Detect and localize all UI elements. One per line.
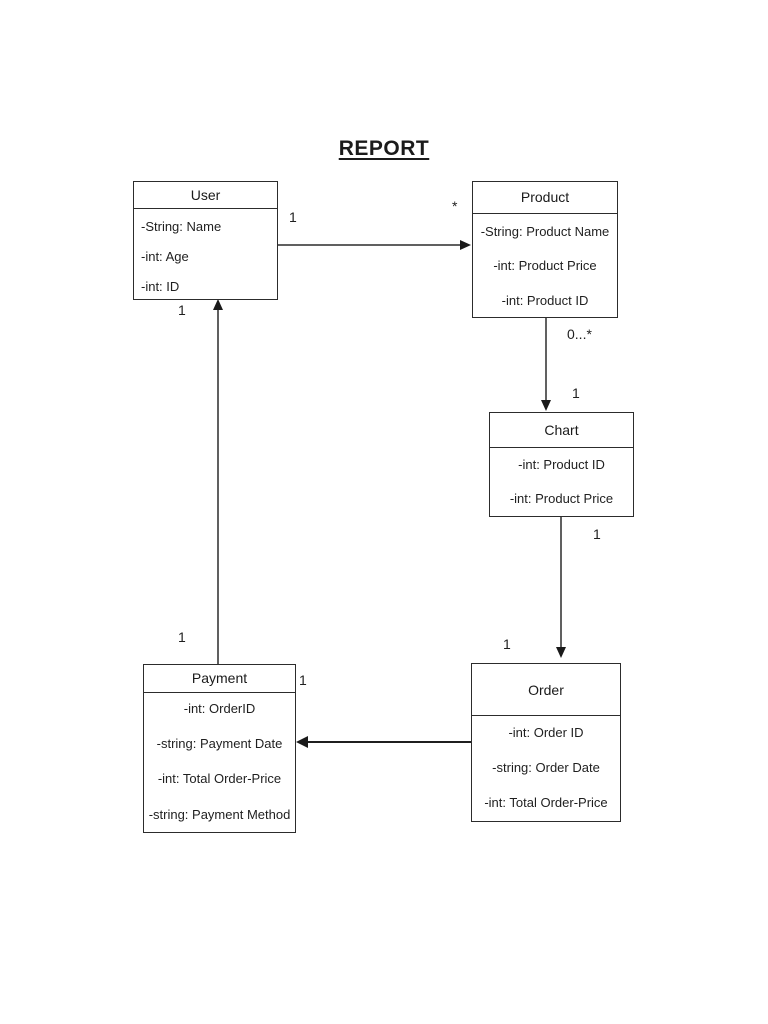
class-user-attribute: -String: Name <box>141 219 222 234</box>
class-order-attribute: -int: Order ID <box>508 725 584 740</box>
class-box-user: User -String: Name -int: Age -int: ID <box>133 181 278 300</box>
class-payment-title: Payment <box>144 665 295 693</box>
class-payment-attribute: -string: Payment Date <box>156 736 283 751</box>
class-user-title: User <box>134 182 277 209</box>
connector-user-product <box>278 240 471 250</box>
class-order-attribute: -string: Order Date <box>492 760 600 775</box>
class-payment-attribute: -string: Payment Method <box>148 807 291 822</box>
class-box-chart: Chart -int: Product ID -int: Product Pri… <box>489 412 634 517</box>
arrowhead-payment-user <box>213 299 223 310</box>
connector-payment-user <box>213 299 223 664</box>
multiplicity-payment-user-to: 1 <box>178 302 186 318</box>
class-product-title: Product <box>473 182 617 214</box>
connector-order-payment <box>296 736 471 748</box>
class-box-order: Order -int: Order ID -string: Order Date… <box>471 663 621 822</box>
multiplicity-product-chart-from: 0...* <box>567 326 592 342</box>
class-order-title: Order <box>472 664 620 716</box>
multiplicity-chart-order-from: 1 <box>593 526 601 542</box>
connector-product-chart <box>541 318 551 411</box>
connector-chart-order <box>556 517 566 658</box>
class-user-attribute: -int: ID <box>141 279 180 294</box>
class-product-attribute: -String: Product Name <box>480 224 610 239</box>
multiplicity-user-product-from: 1 <box>289 209 297 225</box>
class-chart-attribute: -int: Product Price <box>509 491 614 506</box>
class-payment-attribute: -int: OrderID <box>183 701 256 716</box>
multiplicity-chart-order-to: 1 <box>503 636 511 652</box>
arrowhead-product-chart <box>541 400 551 411</box>
arrowhead-user-product <box>460 240 471 250</box>
multiplicity-payment-user-from: 1 <box>178 629 186 645</box>
class-product-attribute: -int: Product ID <box>501 293 589 308</box>
diagram-title: REPORT <box>338 137 430 160</box>
arrowhead-chart-order <box>556 647 566 658</box>
class-order-attribute: -int: Total Order-Price <box>484 795 608 810</box>
class-box-payment: Payment -int: OrderID -string: Payment D… <box>143 664 296 833</box>
class-box-product: Product -String: Product Name -int: Prod… <box>472 181 618 318</box>
class-product-attribute: -int: Product Price <box>493 258 597 273</box>
class-chart-title: Chart <box>490 413 633 448</box>
class-user-attribute: -int: Age <box>141 249 189 264</box>
class-chart-attribute: -int: Product ID <box>518 457 605 472</box>
class-payment-attribute: -int: Total Order-Price <box>157 771 282 786</box>
multiplicity-product-chart-to: 1 <box>572 385 580 401</box>
multiplicity-order-payment-to: 1 <box>299 672 307 688</box>
arrowhead-order-payment <box>296 736 308 748</box>
multiplicity-user-product-to: * <box>452 198 458 214</box>
